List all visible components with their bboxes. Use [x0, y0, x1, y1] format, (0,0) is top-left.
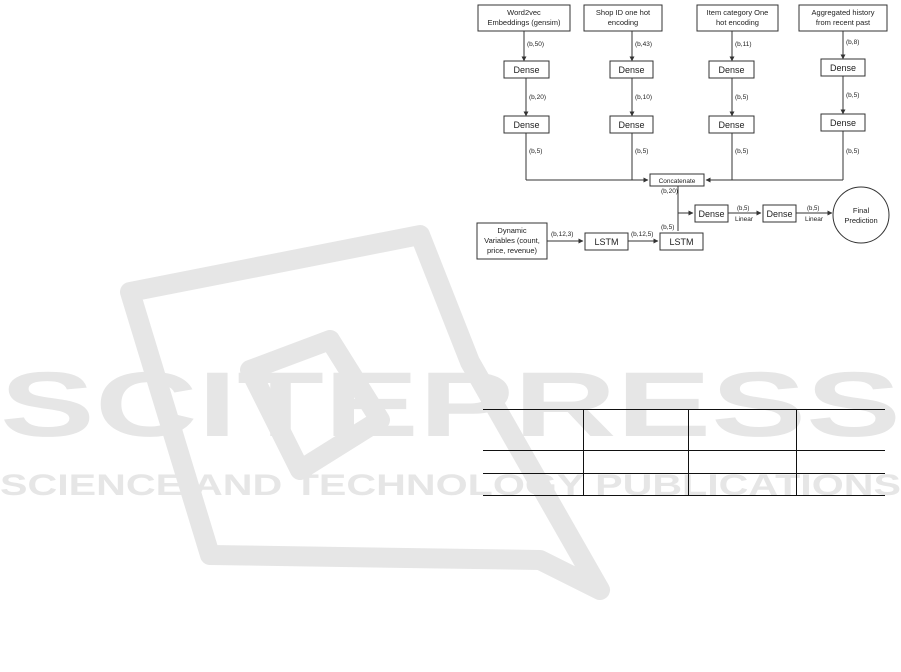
table-cell — [796, 409, 885, 451]
branch-shop-id: Shop ID one hot encoding (b,43) Dense (b… — [583, 4, 663, 180]
dense-label: Dense — [618, 65, 644, 75]
dim-label: (b,12,3) — [551, 231, 573, 238]
input-label-line: encoding — [608, 18, 638, 27]
table-row — [483, 450, 885, 474]
dense-label: Dense — [698, 209, 724, 219]
lstm-label: LSTM — [669, 237, 693, 247]
table-row — [483, 473, 885, 496]
dense-label: Dense — [718, 65, 744, 75]
input-label-line: Variables (count, — [484, 236, 540, 245]
dim-label: (b,10) — [635, 94, 652, 101]
input-box-word2vec — [477, 4, 571, 32]
table-cell — [583, 473, 689, 496]
watermark-logo-shape — [120, 225, 610, 600]
final-prediction-label: Final — [853, 206, 870, 215]
dim-label: (b,43) — [635, 41, 652, 48]
dim-label: (b,5) — [735, 94, 748, 101]
dim-label: (b,5) — [846, 148, 859, 155]
input-label-line: Word2vec — [507, 8, 541, 17]
table-cell — [483, 473, 584, 496]
final-prediction-node — [832, 186, 890, 244]
dim-label: (b,12,5) — [631, 231, 653, 238]
activation-label: Linear — [735, 216, 754, 223]
input-label-line: price, revenue) — [487, 246, 538, 255]
model-architecture-diagram: Word2vec Embeddings (gensim) (b,50) Dens… — [476, 4, 890, 260]
concatenate-label: Concatenate — [659, 178, 696, 185]
output-head: Dense (b,5) Linear Dense (b,5) Linear Fi… — [678, 186, 890, 244]
input-box-item-category — [696, 4, 779, 32]
dense-label: Dense — [766, 209, 792, 219]
results-table — [483, 409, 885, 496]
input-label-line: Embeddings (gensim) — [488, 18, 561, 27]
concatenate-block: Concatenate (b,20) — [526, 173, 843, 231]
dim-label: (b,5) — [735, 148, 748, 155]
dense-label: Dense — [513, 65, 539, 75]
table-cell — [688, 409, 797, 451]
concatenate-box — [649, 173, 705, 187]
input-box-dynamic-variables — [476, 222, 548, 260]
table-cell — [583, 450, 689, 474]
dim-label: (b,5) — [529, 148, 542, 155]
branch-word2vec: Word2vec Embeddings (gensim) (b,50) Dens… — [477, 4, 571, 180]
branch-aggregated-history: Aggregated history from recent past (b,8… — [798, 4, 888, 180]
dim-label: (b,5) — [635, 148, 648, 155]
lstm-branch: Dynamic Variables (count, price, revenue… — [476, 222, 704, 260]
dim-label: (b,20) — [529, 94, 546, 101]
table-cell — [483, 409, 584, 451]
dim-label: (b,20) — [661, 188, 678, 195]
activation-label: Linear — [805, 216, 824, 223]
input-label-line: Aggregated history — [812, 8, 875, 17]
branch-item-category: Item category One hot encoding (b,11) De… — [696, 4, 779, 180]
lstm-label: LSTM — [594, 237, 618, 247]
table-cell — [583, 409, 689, 451]
table-cell — [796, 450, 885, 474]
dense-label: Dense — [830, 118, 856, 128]
dim-label: (b,11) — [735, 41, 752, 48]
final-prediction-label: Prediction — [844, 216, 877, 225]
dim-label: (b,8) — [846, 39, 859, 46]
input-label-line: Shop ID one hot — [596, 8, 651, 17]
dense-label: Dense — [618, 120, 644, 130]
dense-label: Dense — [718, 120, 744, 130]
dense-label: Dense — [830, 63, 856, 73]
input-label-line: Item category One — [707, 8, 769, 17]
dim-label: (b,5) — [737, 206, 749, 212]
table-cell — [796, 473, 885, 496]
table-cell — [688, 450, 797, 474]
table-cell — [688, 473, 797, 496]
input-label-line: from recent past — [816, 18, 871, 27]
dim-label: (b,5) — [846, 92, 859, 99]
input-label-line: Dynamic — [497, 226, 526, 235]
dense-label: Dense — [513, 120, 539, 130]
table-cell — [483, 450, 584, 474]
table-row — [483, 409, 885, 451]
dim-label: (b,5) — [661, 224, 674, 231]
dim-label: (b,50) — [527, 41, 544, 48]
lstm-box — [659, 232, 704, 251]
input-box-shop-id — [583, 4, 663, 32]
input-label-line: hot encoding — [716, 18, 759, 27]
dim-label: (b,5) — [807, 206, 819, 212]
